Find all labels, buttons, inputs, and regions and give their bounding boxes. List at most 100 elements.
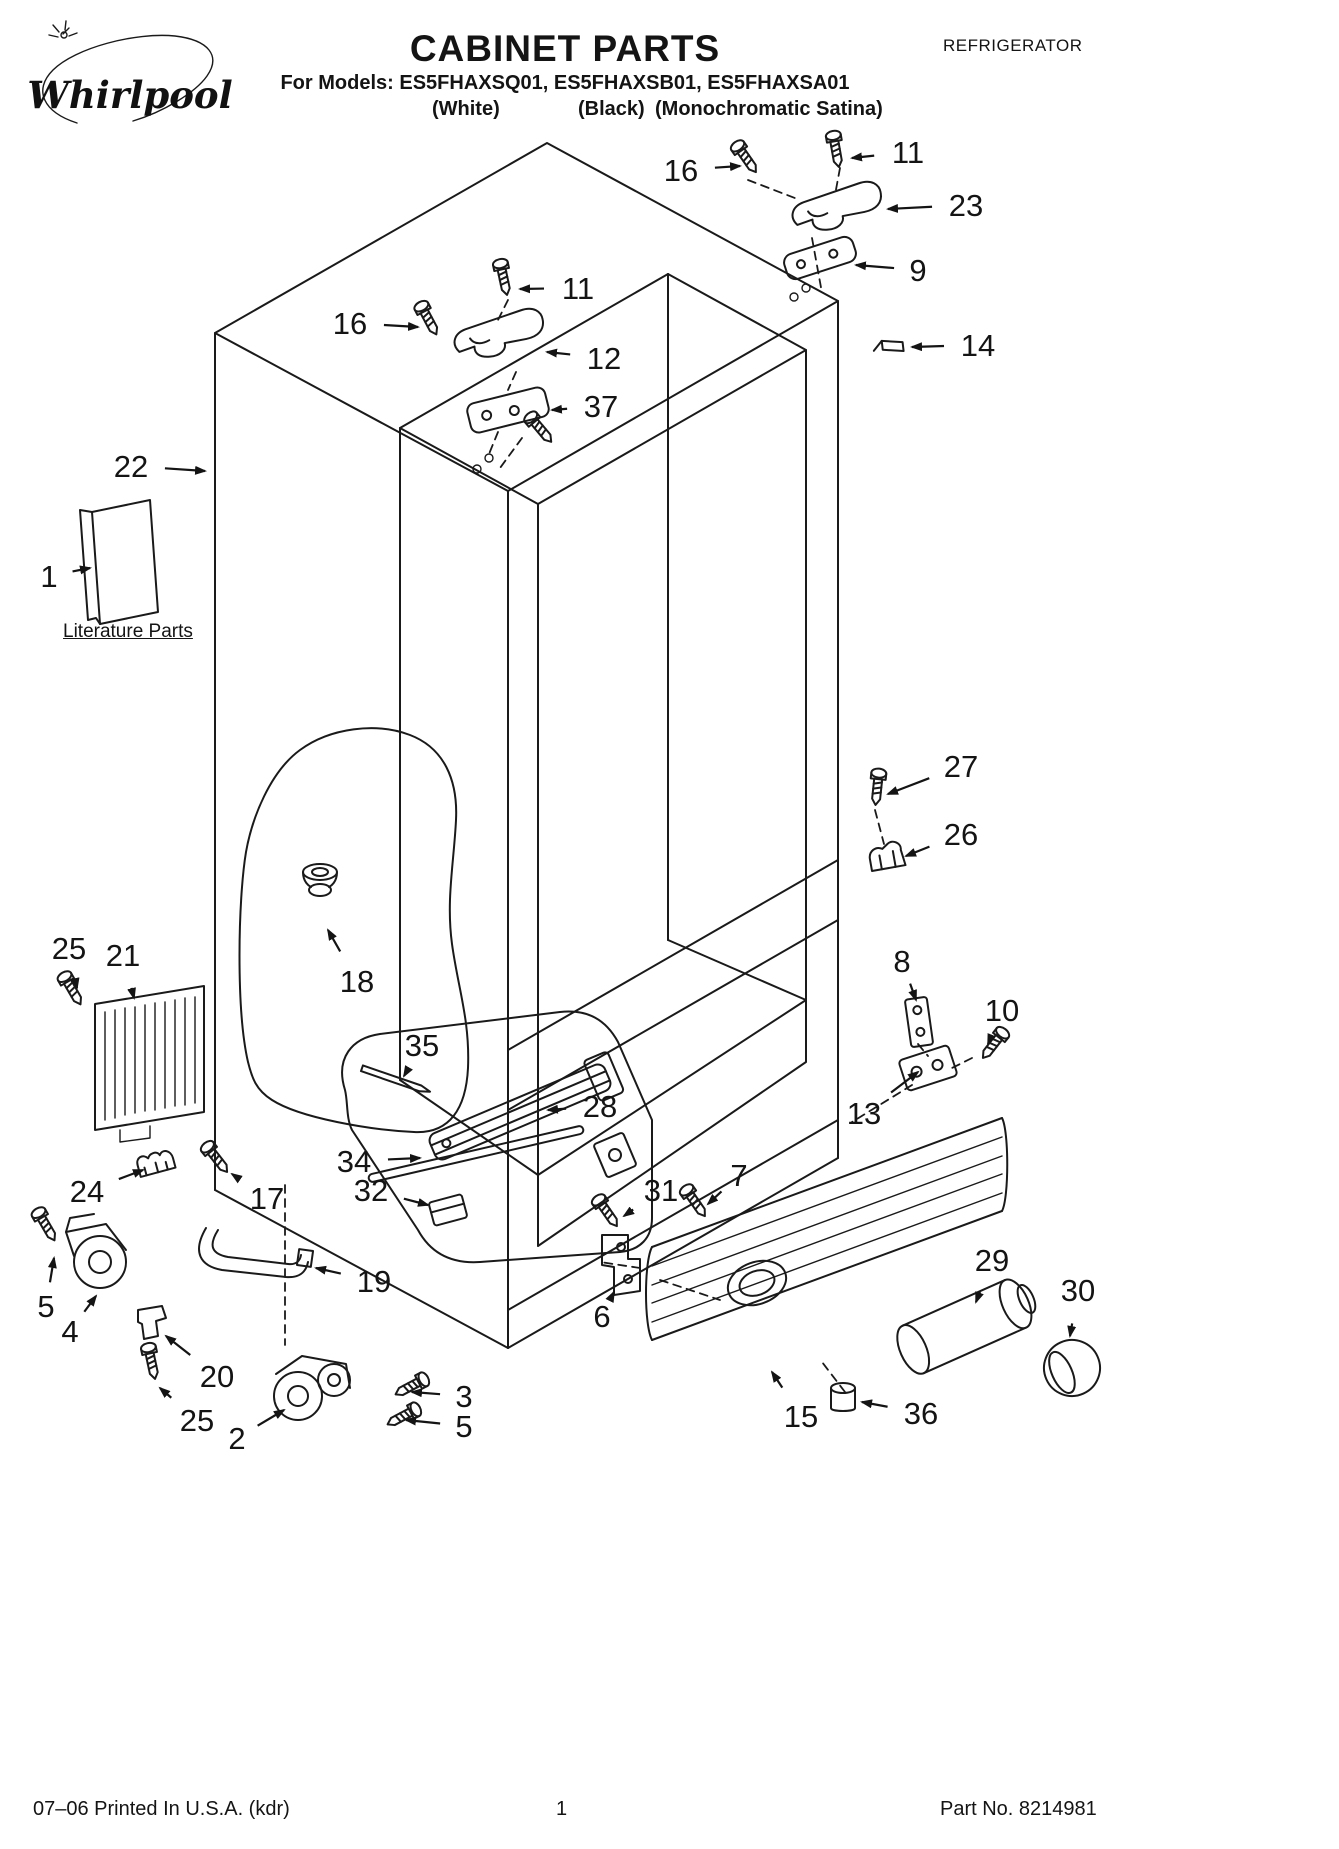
callout-label: 31 [644,1173,678,1208]
callout-label: 36 [904,1396,938,1431]
part-36-cap [830,1382,856,1412]
callout-label: 5 [37,1289,54,1324]
callout-leader [910,342,945,352]
whirlpool-logo: Whirlpool [25,20,235,145]
screw-16-top [727,136,764,178]
part-18-grommet [302,863,338,897]
callout-label: 34 [337,1144,371,1179]
callout-label: 19 [357,1264,391,1299]
callout-leader [904,845,930,858]
callout-leader [986,1033,996,1046]
callout-leader [850,152,875,162]
part-35-rod [359,1064,432,1093]
callout-label: 11 [892,135,924,170]
footer-print-info: 07–06 Printed In U.S.A. (kdr) [33,1798,290,1820]
callout-label: 2 [228,1421,245,1456]
callout-leader [257,1408,286,1427]
callout-leader [854,261,895,271]
callout-leader [403,1197,430,1207]
finish-white: (White) [432,98,500,120]
part-28-rail [428,1051,637,1178]
callout-leader [545,348,571,358]
screw-5-bottom [383,1399,425,1432]
screw-11-top [824,128,848,170]
callout-label: 22 [114,449,148,484]
part-23-cover [787,177,888,240]
callout-label: 16 [664,153,698,188]
bottom-panel [341,1010,653,1264]
callout-label: 9 [909,253,926,288]
callout-label: 3 [455,1379,472,1414]
callout-leader [546,1104,567,1114]
part-24-clip [136,1150,177,1178]
callout-leader [158,1386,173,1399]
screw-16-mid [411,297,444,339]
part-37-bracket [466,386,550,434]
callout-label: 26 [944,817,978,852]
part-1-literature [79,499,159,625]
callout-leader [860,1399,888,1409]
callout-leader [230,1172,243,1184]
screw-3 [391,1369,433,1402]
callout-leader [383,321,420,331]
callout-label: 27 [944,749,978,784]
screw-25-left [54,967,88,1010]
callout-leader [118,1168,145,1181]
callout-leader [327,928,342,952]
callout-leader [770,1370,784,1389]
callout-leader [605,1290,615,1303]
literature-parts-label: Literature Parts [63,621,193,642]
callout-label: 8 [893,944,910,979]
callout-label: 24 [70,1174,104,1209]
callout-label: 6 [593,1299,610,1334]
screw-25-bottom [139,1340,164,1382]
part-20-clip [137,1305,167,1340]
part-8-plate [904,996,934,1048]
callout-label: 25 [180,1403,214,1438]
callout-label: 17 [250,1181,284,1216]
callout-leader [402,1065,413,1078]
cabinet-liner [399,273,839,1247]
callout-label: 18 [340,964,374,999]
part-30-filter-cap [1043,1339,1101,1397]
finish-black: (Black) [578,98,645,120]
logo-starburst-icon [48,20,78,39]
callout-leader [314,1265,342,1275]
callout-leader [70,977,80,990]
part-34-rod [367,1125,585,1183]
part-21-grille [94,985,205,1143]
screw-31 [588,1190,625,1232]
logo-swirl [42,34,214,124]
callout-label: 12 [587,341,621,376]
part-9-bracket [783,235,857,281]
callout-leader [550,404,568,414]
page-title: CABINET PARTS [409,28,721,69]
callout-leader [890,1070,920,1094]
part-6-bracket [601,1234,641,1296]
part-15-kickplate [645,1117,1009,1341]
part-2-roller-hinge [273,1355,351,1421]
screw-10 [976,1023,1013,1064]
part-19-tube [198,1227,315,1279]
compressor-cutout [238,727,470,1134]
callout-leader [886,777,930,796]
callout-label: 10 [985,993,1019,1028]
callout-label: 14 [961,328,995,363]
callout-label: 16 [333,306,367,341]
callout-leader [622,1206,635,1218]
screw-7 [676,1180,713,1222]
doc-type-label: REFRIGERATOR [943,36,1083,55]
callout-leader [714,162,742,172]
callout-leader [706,1190,723,1206]
callout-label: 4 [61,1314,78,1349]
mount-holes [472,283,811,474]
callout-leader [164,1334,191,1356]
callout-leader [72,565,92,575]
callout-label: 30 [1061,1273,1095,1308]
callout-label: 1 [40,559,57,594]
callout-leader [47,1256,57,1283]
callout-label: 11 [562,271,594,306]
callout-leader [83,1294,98,1313]
